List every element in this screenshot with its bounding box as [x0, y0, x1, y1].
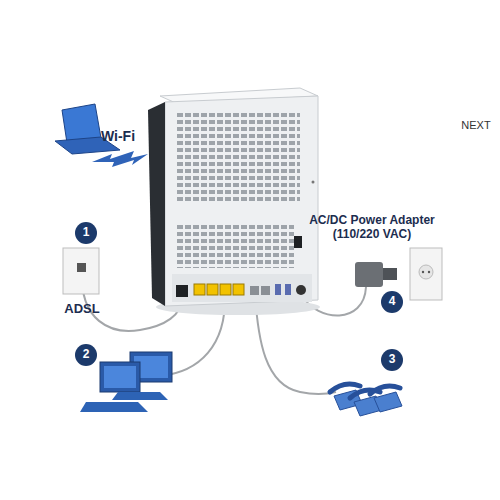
callout-circle [381, 349, 403, 371]
callout-circle [75, 222, 97, 244]
dsl-port [176, 285, 188, 297]
port-label: ADSL [52, 302, 112, 317]
phone-port [261, 286, 270, 295]
keyboard [80, 402, 148, 412]
power-port [296, 285, 306, 295]
phone-port [250, 286, 259, 295]
usb-port [275, 284, 281, 295]
wifi-label: Wi-Fi [88, 128, 148, 144]
telephone-handset [370, 386, 400, 394]
wifi-signal [92, 151, 148, 167]
router-side [148, 102, 165, 306]
wall-socket [410, 248, 442, 300]
nav-label: NEXT [451, 119, 500, 132]
lan-port [233, 284, 244, 295]
callout-circle [381, 291, 403, 313]
router-vents [176, 224, 294, 268]
callout-number: 3 [381, 353, 403, 367]
router-vents [176, 110, 300, 204]
callout-number: 4 [381, 295, 403, 309]
telephone-handset [330, 384, 360, 392]
port-panel [172, 274, 312, 302]
lan-port [220, 284, 231, 295]
phone-jack [77, 263, 86, 272]
callout-number: 1 [75, 226, 97, 240]
keyboard [112, 392, 168, 400]
router-button [294, 236, 302, 248]
adapter-plug [383, 268, 397, 280]
lan-port [194, 284, 205, 295]
router-back-panel [165, 96, 318, 306]
socket-face [419, 265, 433, 279]
monitor [100, 362, 140, 392]
callout-number: 2 [75, 348, 97, 362]
monitor-screen [104, 366, 136, 388]
socket-hole [428, 271, 430, 273]
callout-circle [75, 344, 97, 366]
power-adapter [355, 262, 383, 287]
usb-port [285, 284, 291, 295]
wall-plate [63, 248, 99, 294]
socket-hole [422, 271, 424, 273]
adapter-label: AC/DC Power Adapter (110/220 VAC) [302, 214, 442, 242]
telephone [374, 392, 402, 412]
lan-port [207, 284, 218, 295]
router-led [312, 181, 315, 184]
